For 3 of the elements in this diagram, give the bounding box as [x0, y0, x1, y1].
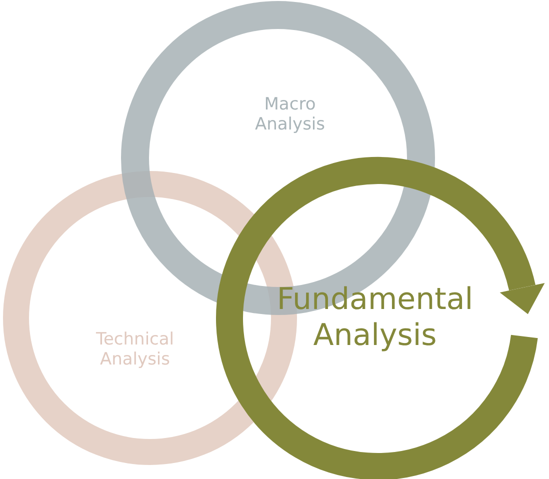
ring-label: Technical Analysis — [94, 330, 176, 370]
ring-label: Fundamental Analysis — [276, 282, 474, 354]
ring-label: Macro Analysis — [254, 94, 326, 136]
